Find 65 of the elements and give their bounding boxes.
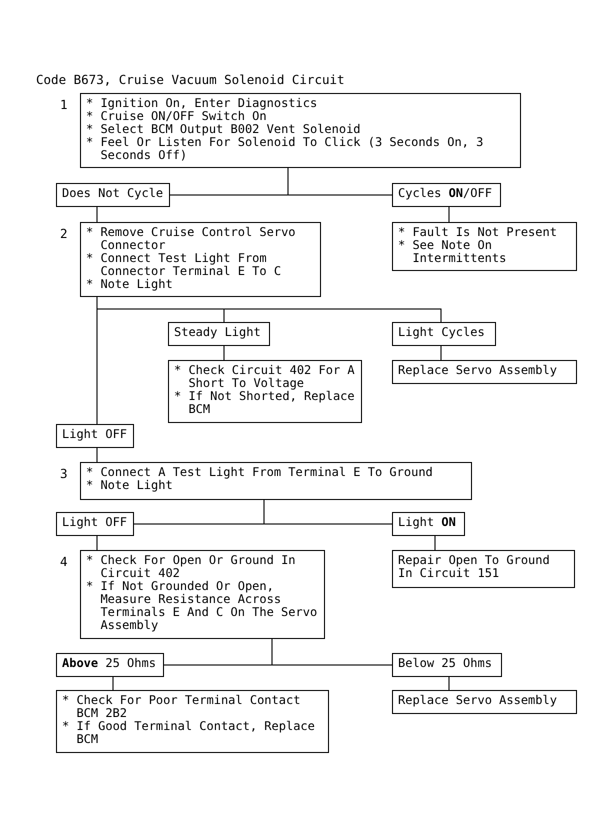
result-box — [168, 322, 270, 346]
connector-line — [96, 206, 98, 222]
connector-line — [448, 676, 450, 690]
step-number: 3 — [60, 467, 68, 480]
step-box — [80, 550, 325, 639]
box-text: Replace Servo Assembly — [398, 694, 558, 707]
bullet-item: * Ignition On, Enter Diagnostics — [86, 97, 318, 110]
step-box — [168, 360, 362, 423]
connector-line — [112, 676, 114, 690]
box-text: Above 25 Ohms — [62, 657, 157, 670]
bullet-item: * Note Light — [86, 278, 174, 291]
step-box — [80, 222, 321, 297]
bullet-item: * Remove Cruise Control Servo Connector — [86, 226, 297, 252]
bullet-item: * Fault Is Not Present — [398, 226, 558, 239]
result-box — [392, 512, 465, 536]
step-box — [56, 690, 329, 753]
box-text: Light OFF — [62, 516, 128, 529]
result-box — [56, 653, 164, 677]
bullet-item: * Note Light — [86, 479, 174, 492]
result-box — [56, 424, 134, 448]
connector-line — [288, 168, 392, 196]
bullet-item: * If Good Terminal Contact, Replace BCM — [62, 720, 316, 746]
box-text: Steady Light — [174, 326, 262, 339]
result-box — [392, 653, 502, 677]
step-number: 4 — [60, 555, 68, 568]
box-text: Does Not Cycle — [62, 187, 164, 200]
bullet-item: * Select BCM Output B002 Vent Solenoid — [86, 123, 362, 136]
connector-line — [440, 346, 442, 360]
step-number: 1 — [60, 98, 68, 111]
box-text: Below 25 Ohms — [398, 657, 493, 670]
connector-line — [96, 296, 98, 424]
connector-line — [448, 206, 450, 222]
connector-line — [264, 500, 392, 524]
result-box — [392, 183, 501, 207]
bullet-item: * Connect A Test Light From Terminal E To Ground — [86, 466, 434, 479]
box-text: Repair Open To Ground In Circuit 151 — [398, 554, 551, 580]
result-box — [56, 183, 170, 207]
box-text: Light OFF — [62, 428, 128, 441]
bullet-item: * If Not Grounded Or Open, Measure Resistance Across Terminals E And C On The Servo Assembly — [86, 580, 318, 632]
result-box — [56, 512, 134, 536]
result-box — [392, 550, 575, 588]
bullet-item: * Check Circuit 402 For A Short To Voltage — [174, 364, 356, 390]
bullet-item: * Check For Poor Terminal Contact BCM 2B2 — [62, 694, 302, 720]
connector-line — [96, 536, 98, 550]
bullet-item: * Feel Or Listen For Solenoid To Click (3 Seconds On, 3 Seconds Off) — [86, 136, 484, 162]
result-box — [392, 322, 496, 346]
box-text: Light Cycles — [398, 326, 486, 339]
step-number: 2 — [60, 227, 68, 240]
bullet-item: * Cruise ON/OFF Switch On — [86, 110, 267, 123]
bullet-item: * Check For Open Or Ground In Circuit 402 — [86, 554, 297, 580]
connector-line — [272, 638, 392, 666]
result-box — [392, 360, 577, 384]
bullet-item: * If Not Shorted, Replace BCM — [174, 390, 356, 416]
box-text: Replace Servo Assembly — [398, 364, 558, 377]
box-text: Cycles ON/OFF — [398, 187, 493, 200]
bullet-item: * Connect Test Light From Connector Terminal E To C — [86, 252, 282, 278]
diagram-title: Code B673, Cruise Vacuum Solenoid Circuit — [36, 73, 345, 86]
connector-line — [96, 448, 98, 462]
connector-line — [434, 536, 436, 550]
step-box — [80, 462, 472, 500]
step-box — [392, 222, 577, 271]
bullet-item: * See Note On Intermittents — [398, 239, 508, 265]
result-box — [392, 690, 577, 714]
box-text: Light ON — [398, 516, 457, 529]
step-box — [80, 93, 521, 168]
